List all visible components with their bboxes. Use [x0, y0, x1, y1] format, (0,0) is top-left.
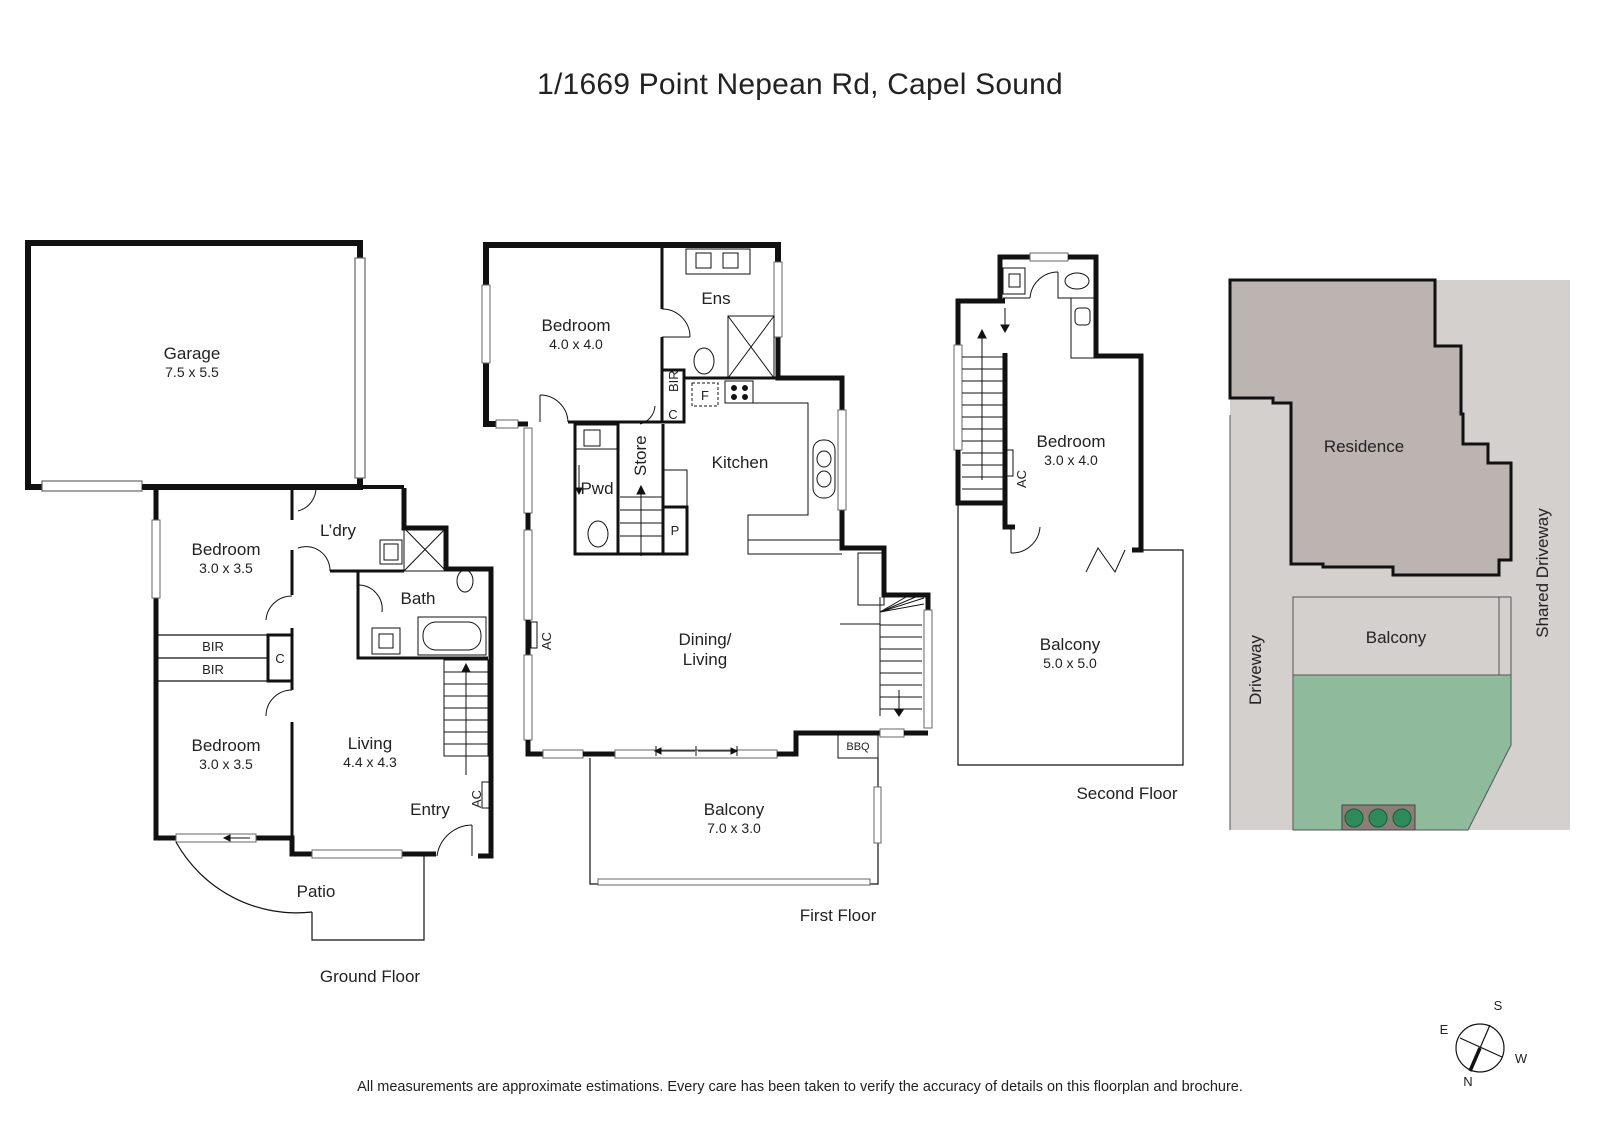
compass-west: W [1515, 1051, 1528, 1066]
room-name: AC [539, 632, 554, 650]
room-name: AC [1014, 470, 1029, 488]
residence-footprint [1228, 278, 1513, 577]
room-dimensions: 3.0 x 4.0 [1044, 452, 1098, 468]
room-name: BIR [666, 370, 681, 392]
site-plan [1228, 278, 1570, 831]
room-name: AC [469, 790, 484, 808]
ground-outer-wall [153, 485, 176, 841]
ground-outer-wall [255, 835, 312, 857]
room-name: Pwd [580, 479, 613, 498]
room-dimensions: 4.4 x 4.3 [343, 754, 397, 770]
ground-floor-label: Ground Floor [320, 967, 420, 986]
second-floor-plan [953, 252, 1184, 766]
room-name: BBQ [846, 741, 870, 753]
shower-box [403, 527, 447, 572]
room-dimensions: 4.0 x 4.0 [549, 336, 603, 352]
second-floor-label: Second Floor [1076, 784, 1177, 803]
room-name: Garage [164, 344, 221, 363]
site-balcony [1292, 596, 1500, 676]
room-name: Living [348, 734, 392, 753]
room-name: F [701, 388, 709, 403]
compass-south: S [1494, 998, 1503, 1013]
room-name: Balcony [704, 800, 765, 819]
compass-east: E [1440, 1022, 1449, 1037]
site-driveway-label: Driveway [1246, 635, 1265, 705]
compass-icon [1455, 1023, 1505, 1073]
disclaimer-text: All measurements are approximate estimat… [357, 1079, 1243, 1095]
garage-window [41, 480, 143, 492]
room-name: Patio [297, 882, 336, 901]
room-name: Balcony [1040, 635, 1101, 654]
room-name: C [275, 651, 284, 666]
room-name: Ens [701, 289, 730, 308]
site-balcony-label: Balcony [1366, 628, 1427, 647]
compass-north: N [1463, 1074, 1472, 1089]
room-dimensions: 7.0 x 3.0 [707, 820, 761, 836]
first-floor-label: First Floor [800, 906, 877, 925]
room-dimensions: 7.5 x 5.5 [165, 364, 219, 380]
site-residence-label: Residence [1324, 437, 1404, 456]
room-name: Living [683, 650, 727, 669]
room-name: P [671, 523, 680, 538]
garage-door [354, 257, 366, 479]
room-name: Dining/ [679, 630, 732, 649]
room-name: BIR [202, 639, 224, 654]
property-address-title: 1/1669 Point Nepean Rd, Capel Sound [537, 68, 1063, 101]
room-name: Bath [401, 589, 436, 608]
room-dimensions: 3.0 x 3.5 [199, 756, 253, 772]
room-name: BIR [202, 662, 224, 677]
room-name: Bedroom [192, 736, 261, 755]
room-name: Bedroom [1037, 432, 1106, 451]
ground-stairs [443, 659, 489, 775]
room-name: Kitchen [712, 453, 769, 472]
ground-floor-plan [25, 240, 494, 941]
room-dimensions: 5.0 x 5.0 [1043, 655, 1097, 671]
room-dimensions: 3.0 x 3.5 [199, 560, 253, 576]
room-name: Entry [410, 800, 450, 819]
room-name: L’dry [320, 521, 356, 540]
site-shared-driveway-label: Shared Driveway [1533, 508, 1552, 638]
room-name: C [668, 407, 677, 422]
room-name: Store [631, 435, 650, 476]
room-name: Bedroom [192, 540, 261, 559]
room-name: Bedroom [542, 316, 611, 335]
first-floor-plan [481, 242, 933, 886]
plant-icon [1344, 808, 1412, 828]
